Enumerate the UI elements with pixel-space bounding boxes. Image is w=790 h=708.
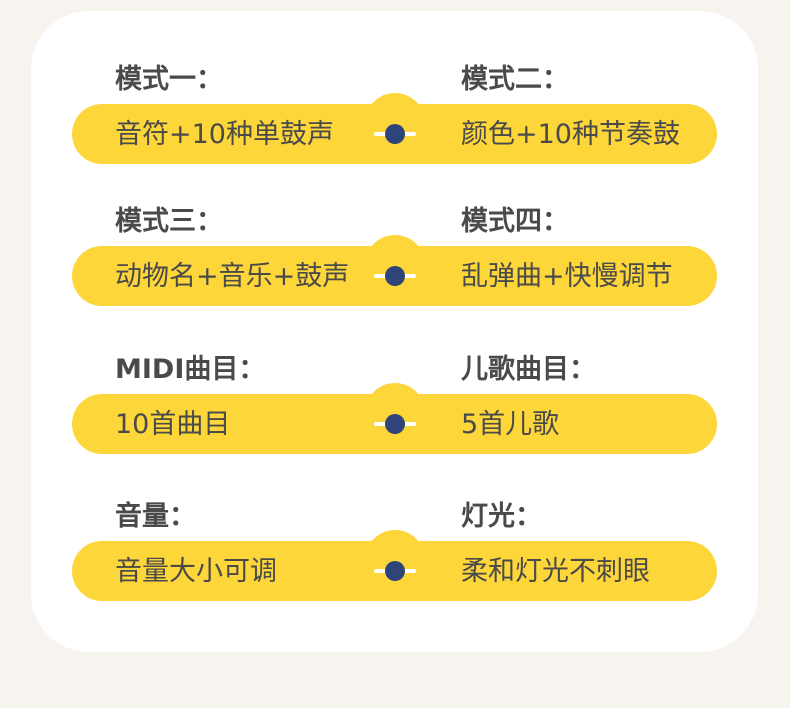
feature-label-right: 模式二： [461,64,569,95]
feature-label-left: 模式三： [115,206,223,237]
feature-row-mode-1-2: 模式一： 模式二： 音符+10种单鼓声 颜色+10种节奏鼓 [0,63,790,173]
feature-label-right: 儿歌曲目： [461,354,596,385]
feature-value-right: 柔和灯光不刺眼 [461,556,650,587]
feature-value-left: 动物名+音乐+鼓声 [115,261,350,292]
feature-label-left: 音量： [115,501,196,532]
feature-value-left: 音量大小可调 [115,556,277,587]
feature-value-right: 5首儿歌 [461,409,560,440]
connector-dot-icon [385,561,405,581]
feature-value-right: 颜色+10种节奏鼓 [461,119,680,150]
connector-dot-icon [385,414,405,434]
feature-label-right: 灯光： [461,501,542,532]
feature-label-left: MIDI曲目： [115,354,266,385]
feature-value-left: 音符+10种单鼓声 [115,119,334,150]
feature-label-left: 模式一： [115,64,223,95]
connector-dot-icon [385,266,405,286]
feature-row-volume-light: 音量： 灯光： 音量大小可调 柔和灯光不刺眼 [0,500,790,610]
feature-value-left: 10首曲目 [115,409,231,440]
feature-row-songs: MIDI曲目： 儿歌曲目： 10首曲目 5首儿歌 [0,353,790,463]
feature-row-mode-3-4: 模式三： 模式四： 动物名+音乐+鼓声 乱弹曲+快慢调节 [0,205,790,315]
feature-value-right: 乱弹曲+快慢调节 [461,261,673,292]
connector-dot-icon [385,124,405,144]
feature-label-right: 模式四： [461,206,569,237]
